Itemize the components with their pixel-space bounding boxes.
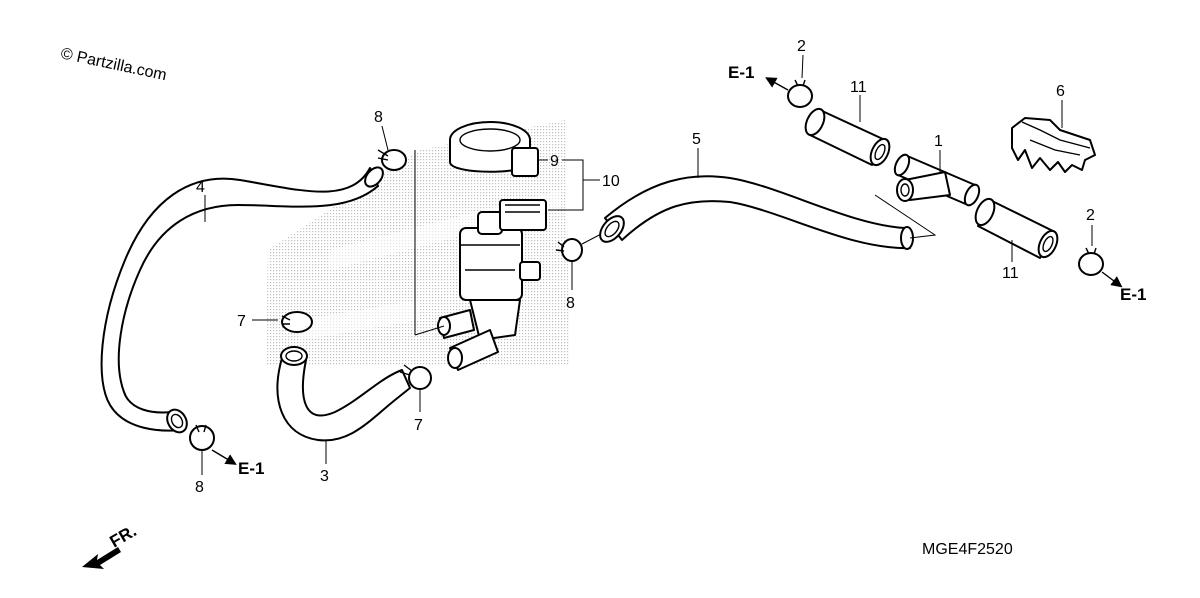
front-marker-label: FR. [107, 521, 140, 551]
callout-2-top: 2 [797, 38, 806, 55]
hose-11-upper[interactable] [802, 106, 893, 168]
callout-7-left: 7 [237, 313, 246, 330]
clamp-8-top[interactable] [377, 149, 407, 171]
diagram-code: MGE4F2520 [922, 541, 1013, 558]
callout-7-right: 7 [414, 417, 423, 434]
callout-5: 5 [692, 131, 701, 148]
ref-e1-right: E-1 [1120, 285, 1146, 304]
joint-1[interactable] [892, 152, 982, 207]
ref-e1-top: E-1 [728, 63, 754, 82]
hose-11-lower[interactable] [972, 196, 1061, 260]
hose-4[interactable] [100, 164, 387, 436]
clamp-8-bottom[interactable] [189, 424, 215, 451]
callout-8-top: 8 [374, 109, 383, 126]
arrow-e1-right [1101, 271, 1123, 288]
callout-3: 3 [320, 468, 329, 485]
clamp-8-middle[interactable] [555, 238, 583, 262]
front-direction-marker: FR. [82, 521, 140, 569]
callout-11-upper: 11 [850, 79, 867, 96]
clamp-7-right[interactable] [399, 364, 432, 390]
hose-5[interactable] [595, 175, 914, 250]
callout-11-lower: 11 [1002, 265, 1019, 282]
callout-10: 10 [602, 173, 620, 190]
callout-8-middle: 8 [566, 295, 575, 312]
clamp-band-9[interactable] [449, 121, 539, 177]
watermark-text: © Partzilla.com [59, 45, 168, 84]
hose-3[interactable] [276, 346, 411, 442]
arrow-e1-left [211, 449, 237, 465]
clamp-7-left[interactable] [281, 311, 313, 333]
arrow-e1-top [765, 77, 789, 91]
ref-e1-bottom-left: E-1 [238, 459, 264, 478]
clamp-2-top[interactable] [787, 79, 813, 108]
callout-2-bottom: 2 [1086, 207, 1095, 224]
callout-8-bottom: 8 [195, 479, 204, 496]
holder-6[interactable] [1011, 117, 1096, 173]
clamp-2-bottom[interactable] [1078, 247, 1104, 276]
callout-1: 1 [934, 133, 943, 150]
callout-6: 6 [1056, 83, 1065, 100]
callout-9: 9 [550, 153, 559, 170]
callout-4: 4 [196, 179, 205, 196]
